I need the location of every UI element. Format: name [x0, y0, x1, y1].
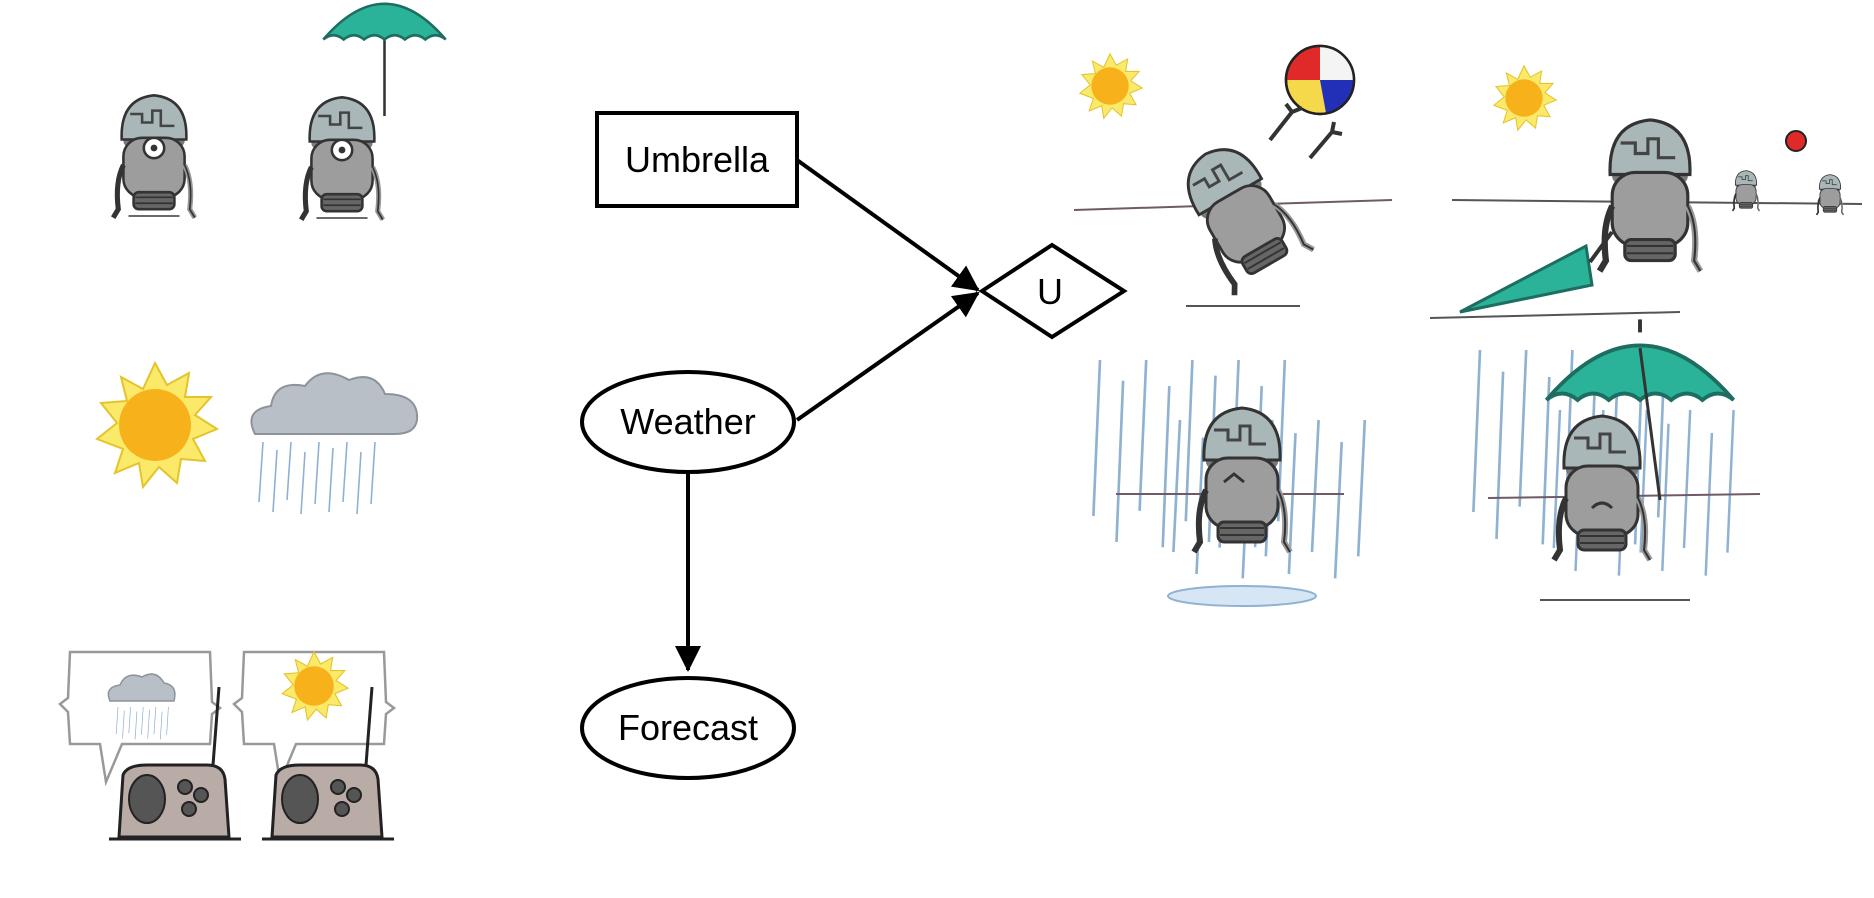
edge-umbrella-to-utility [795, 158, 980, 292]
rain-cloud-icon [250, 372, 419, 515]
utility-node[interactable]: U [978, 242, 1128, 340]
sun-icon [96, 362, 218, 488]
outcome-rain-no-umbrella-icon [1093, 360, 1367, 607]
outcome-sun-no-umbrella-icon [1073, 44, 1393, 307]
umbrella-node-label: Umbrella [625, 139, 770, 180]
umbrella-decision-node[interactable]: Umbrella [595, 111, 799, 208]
robot-with-umbrella-icon [301, 0, 447, 220]
edge-weather-to-utility [795, 291, 980, 422]
robot-no-umbrella-icon [113, 95, 195, 217]
outcome-rain-with-umbrella-icon [1473, 317, 1761, 601]
weather-chance-node[interactable]: Weather [580, 370, 796, 474]
weather-node-label: Weather [620, 401, 755, 442]
utility-node-label: U [1037, 271, 1063, 312]
forecast-chance-node[interactable]: Forecast [580, 676, 796, 780]
forecast-node-label: Forecast [618, 707, 758, 748]
radio-forecast-rain-icon [58, 650, 243, 841]
radio-forecast-sun-icon [232, 650, 396, 841]
outcome-sun-with-umbrella-icon [1429, 65, 1863, 319]
